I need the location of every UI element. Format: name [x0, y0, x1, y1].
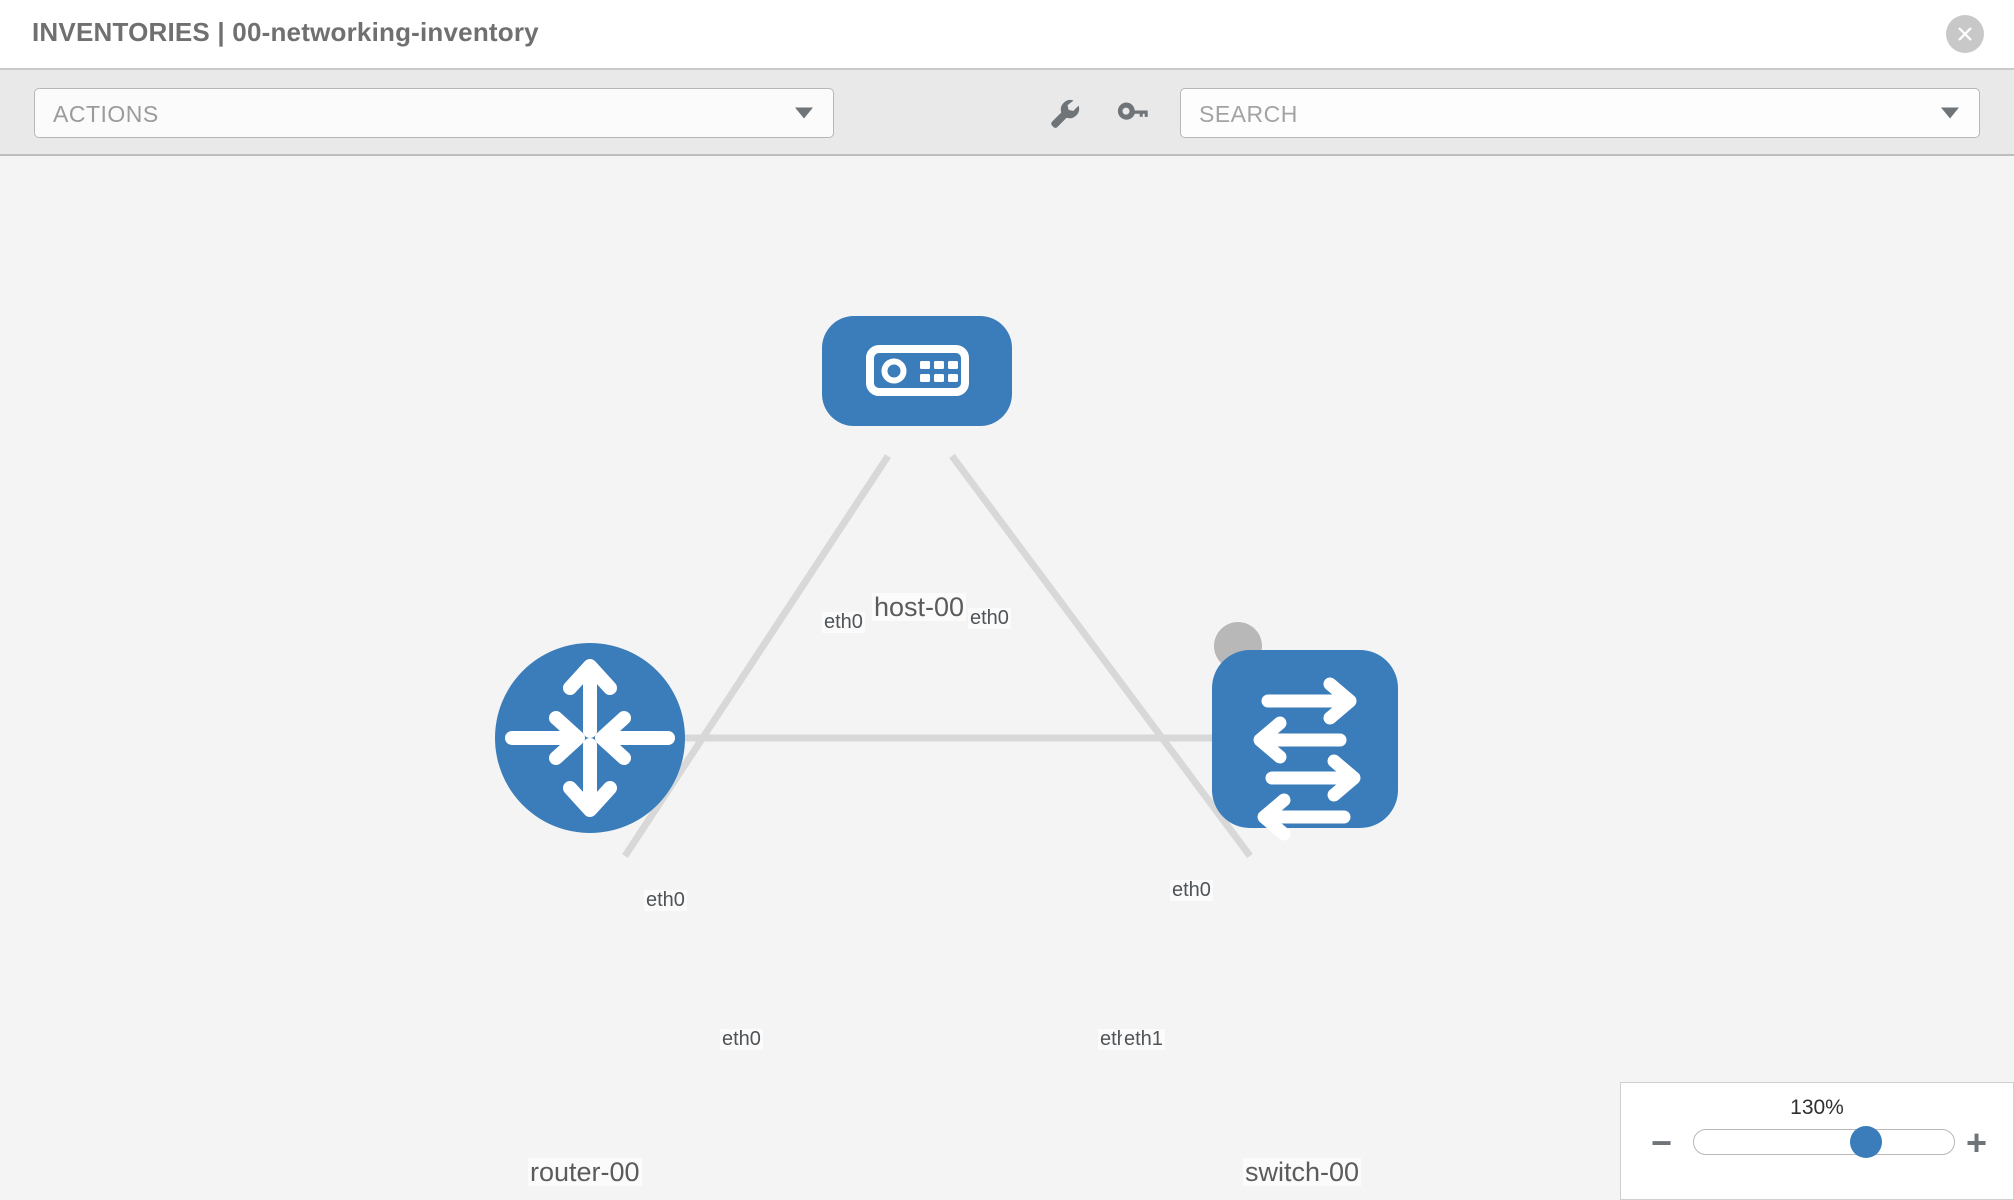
iface-label: eth0 — [1170, 879, 1213, 901]
node-host-00 — [822, 316, 1012, 426]
node-label-switch-00: switch-00 — [1243, 1157, 1362, 1187]
topology-links — [622, 453, 1255, 859]
zoom-in-button[interactable]: + — [1965, 1122, 1987, 1163]
search-input[interactable]: SEARCH — [1180, 88, 1980, 138]
iface-label: eth1 — [1122, 1028, 1165, 1050]
page-title: INVENTORIES | 00-networking-inventory — [32, 17, 539, 47]
actions-dropdown-label: ACTIONS — [53, 101, 159, 127]
page-header: INVENTORIES | 00-networking-inventory — [0, 0, 2014, 70]
chevron-down-icon — [795, 107, 813, 119]
wrench-icon[interactable] — [1040, 90, 1086, 136]
node-router-00 — [495, 643, 685, 833]
iface-label: eth0 — [720, 1028, 763, 1050]
zoom-slider[interactable] — [1693, 1126, 1955, 1158]
zoom-level-value: 130% — [1790, 1096, 1844, 1119]
zoom-slider-thumb[interactable] — [1850, 1126, 1883, 1158]
iface-label: eth0 — [644, 889, 687, 911]
toolbar: ACTIONS SEARCH — [0, 70, 2014, 156]
link-host00-switch00 — [949, 453, 1253, 859]
node-label-router-00: router-00 — [528, 1157, 642, 1187]
key-icon[interactable] — [1108, 90, 1154, 136]
iface-label: eth0 — [822, 611, 865, 633]
node-label-host-00: host-00 — [872, 592, 967, 622]
zoom-out-button[interactable]: − — [1651, 1122, 1673, 1163]
node-switch-00 — [1212, 650, 1398, 841]
zoom-control-panel: 130% − + — [1620, 1082, 2014, 1200]
iface-label: eth0 — [968, 607, 1011, 629]
close-icon[interactable] — [1946, 15, 1984, 53]
search-placeholder: SEARCH — [1199, 101, 1298, 127]
actions-dropdown[interactable]: ACTIONS — [34, 88, 834, 138]
topology-canvas[interactable]: host-00 router-00 switch-00 eth0 eth0 et… — [0, 156, 2014, 1200]
chevron-down-icon — [1941, 107, 1959, 119]
